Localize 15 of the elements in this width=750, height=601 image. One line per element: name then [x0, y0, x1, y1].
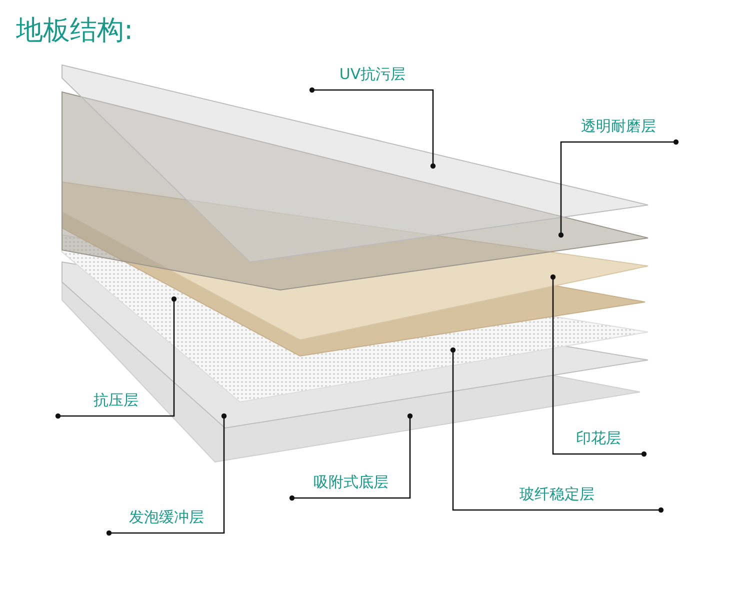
layer-label: UV抗污层	[312, 62, 433, 90]
layer-label: 印花层	[553, 424, 644, 454]
layer-label: 抗压层	[58, 388, 174, 416]
layer-label: 发泡缓冲层	[109, 505, 224, 533]
leader-line	[558, 139, 679, 238]
leader-line	[550, 274, 647, 457]
leader-line	[106, 413, 227, 536]
leader-line	[55, 296, 177, 419]
leader-line	[309, 87, 436, 169]
layer-label: 玻纤稳定层	[453, 480, 661, 510]
layer-label: 透明耐磨层	[561, 112, 676, 142]
title: 地板结构:	[16, 14, 134, 48]
leader-line	[289, 413, 413, 501]
layer-label: 吸附式底层	[292, 470, 410, 498]
leader-line	[450, 347, 664, 513]
